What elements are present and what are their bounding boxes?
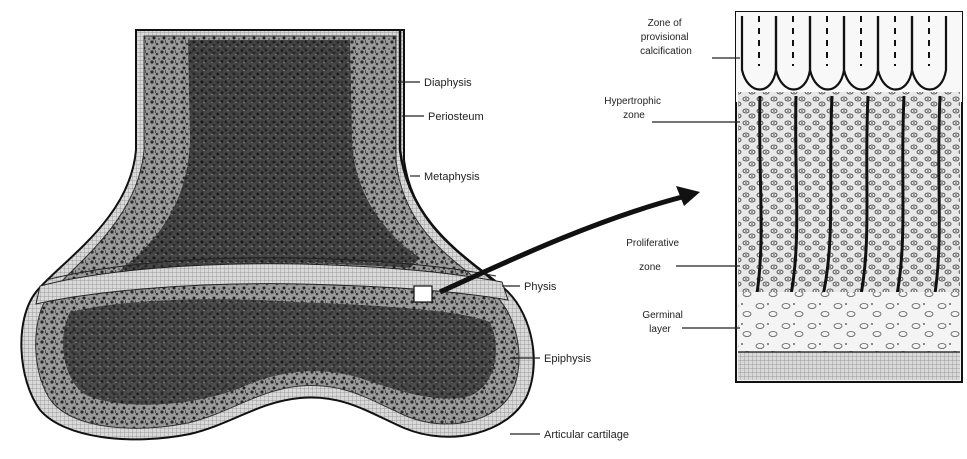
epiphyseal-plate-bottom	[738, 352, 960, 380]
label-diaphysis: Diaphysis	[424, 77, 472, 89]
label-metaphysis: Metaphysis	[424, 171, 480, 183]
right-labels: Zone of provisional calcification Hypert…	[604, 18, 740, 335]
label-zone-line-3: calcification	[640, 46, 692, 57]
label-articular-cartilage: Articular cartilage	[544, 429, 629, 441]
label-epiphysis: Epiphysis	[544, 353, 592, 365]
label-hypertrophic-zone: Hypertrophic zone	[604, 96, 663, 121]
label-germinal-layer: Germinal layer	[642, 310, 685, 335]
label-zone-provisional-calcification: Zone of provisional calcification	[640, 18, 692, 57]
physis-detail-box	[414, 286, 432, 302]
label-proliferative-line-1: Proliferative	[626, 238, 679, 249]
label-zone-line-2: provisional	[641, 32, 689, 43]
distal-femur	[21, 30, 533, 439]
label-hypertrophic-line-1: Hypertrophic	[604, 96, 661, 107]
label-hypertrophic-line-2: zone	[623, 110, 645, 121]
label-proliferative-zone: Proliferative zone	[626, 238, 682, 273]
label-zone-line-1: Zone of	[648, 18, 682, 29]
label-proliferative-line-2: zone	[639, 262, 661, 273]
label-germinal-line-1: Germinal	[642, 310, 683, 321]
cell-columns	[738, 92, 960, 292]
label-germinal-line-2: layer	[649, 324, 671, 335]
growth-plate-detail	[736, 12, 962, 382]
label-physis: Physis	[524, 281, 557, 293]
label-periosteum: Periosteum	[428, 111, 484, 123]
germinal-zone	[738, 292, 960, 352]
